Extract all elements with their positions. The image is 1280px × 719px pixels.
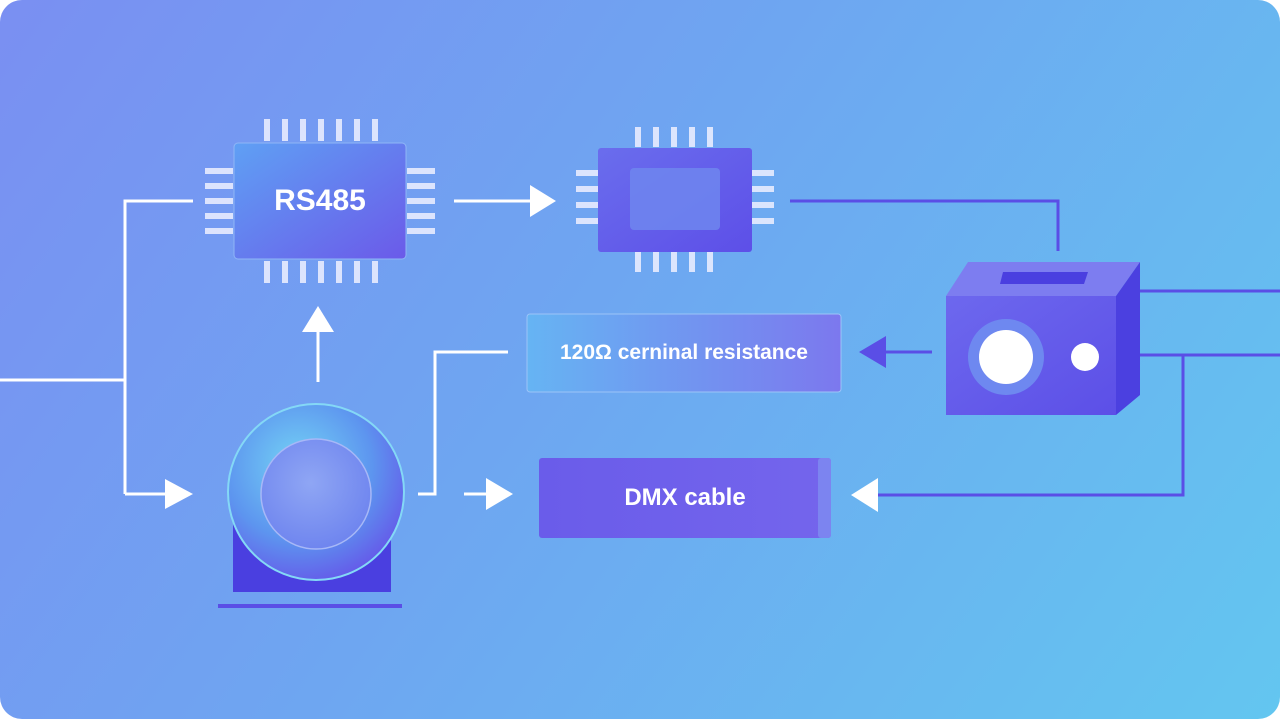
transceiver-to-resistor-line	[418, 350, 508, 496]
arrow-to-controller	[530, 185, 556, 217]
arrow-to-resistor	[859, 336, 886, 368]
dmx-fixture-box	[946, 262, 1140, 415]
arrow-up-to-rs485	[302, 306, 334, 332]
terminal-resistor-box	[526, 313, 842, 393]
transceiver-device	[218, 403, 405, 608]
input-bus-line	[0, 199, 193, 496]
arrow-to-dmx-cable-return	[851, 478, 878, 512]
arrow-to-dmx-cable	[486, 478, 513, 510]
fixture-to-cable-line	[878, 355, 1185, 497]
dmx-cable-bar	[539, 458, 831, 538]
controller-chip	[576, 127, 774, 272]
arrow-into-transceiver	[165, 479, 193, 509]
rs485-chip	[205, 119, 435, 283]
controller-to-fixture-line	[790, 199, 1060, 251]
